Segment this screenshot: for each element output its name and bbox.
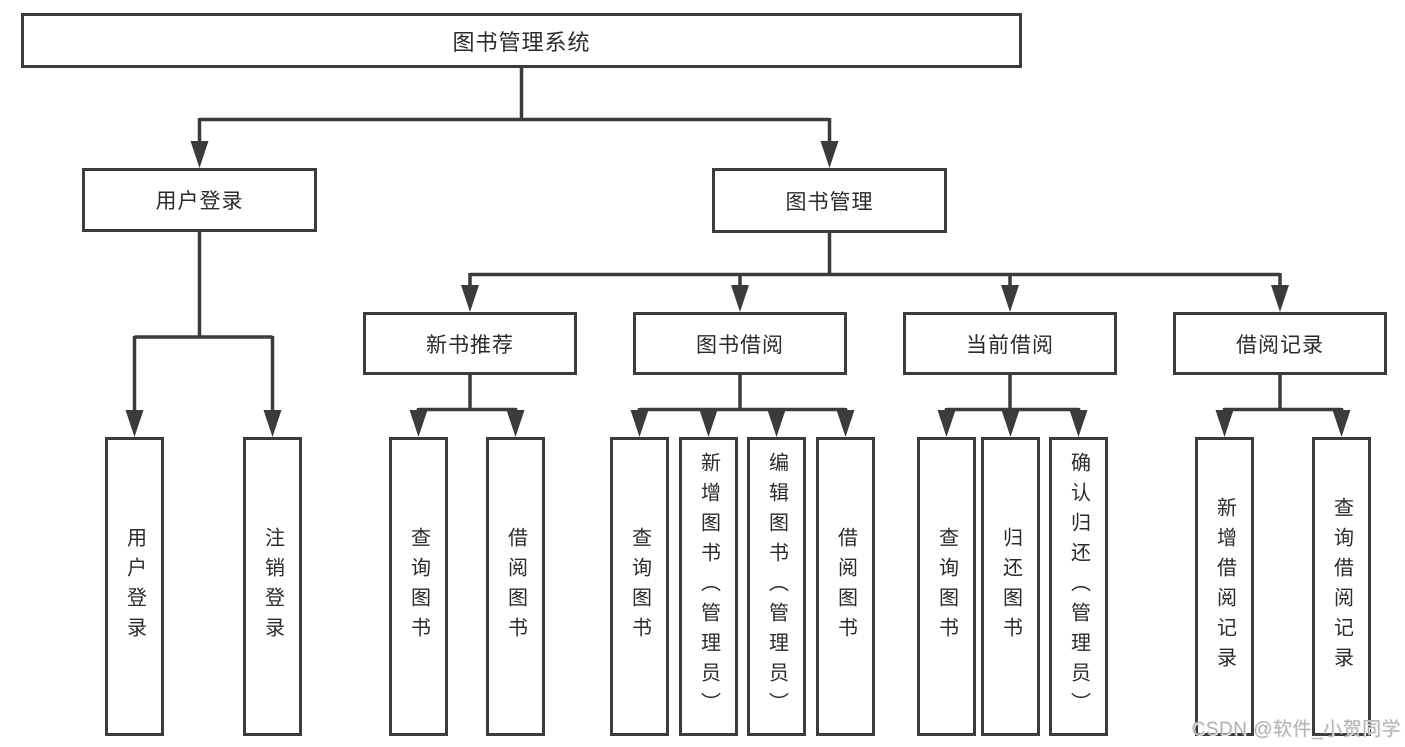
node-current-borrowing: 当前借阅 xyxy=(903,312,1117,375)
node-library-management-system: 图书管理系统 xyxy=(21,13,1022,68)
leaf-label: 用户登录 xyxy=(123,526,146,647)
node-book-borrowing: 图书借阅 xyxy=(633,312,847,375)
leaf-label: 查询借阅记录 xyxy=(1330,496,1353,677)
connector-lines xyxy=(132,66,1344,414)
node-label: 图书借阅 xyxy=(696,333,784,357)
leaf-borrow-books: 借阅图书 xyxy=(816,437,875,736)
leaf-query-borrow-record: 查询借阅记录 xyxy=(1312,437,1371,736)
leaf-label: 新增借阅记录 xyxy=(1213,496,1236,677)
leaf-label: 借阅图书 xyxy=(504,526,527,647)
leaf-query-books-current: 查询图书 xyxy=(917,437,976,736)
leaf-query-books-recommend: 查询图书 xyxy=(389,437,448,736)
leaf-label: 注销登录 xyxy=(261,526,284,647)
node-label: 当前借阅 xyxy=(966,333,1054,357)
node-user-login: 用户登录 xyxy=(82,168,317,232)
leaf-label: 查询图书 xyxy=(407,526,430,647)
leaf-label: 查询图书 xyxy=(628,526,651,647)
leaf-label: 新增图书（管理员） xyxy=(697,451,720,722)
csdn-watermark: CSDN @软件_小贺同学 xyxy=(1191,719,1401,740)
node-borrowing-records: 借阅记录 xyxy=(1173,312,1387,375)
arrowheads xyxy=(125,141,1351,437)
leaf-label: 编辑图书（管理员） xyxy=(765,451,788,722)
node-label: 新书推荐 xyxy=(426,333,514,357)
leaf-label: 确认归还（管理员） xyxy=(1067,451,1090,722)
leaf-label: 归还图书 xyxy=(999,526,1022,647)
leaf-return-books: 归还图书 xyxy=(981,437,1040,736)
node-new-book-recommendation: 新书推荐 xyxy=(363,312,577,375)
node-label: 借阅记录 xyxy=(1236,333,1324,357)
leaf-add-borrow-record: 新增借阅记录 xyxy=(1195,437,1254,736)
leaf-confirm-return-admin: 确认归还（管理员） xyxy=(1049,437,1108,736)
leaf-label: 借阅图书 xyxy=(834,526,857,647)
leaf-label: 查询图书 xyxy=(935,526,958,647)
leaf-add-books-admin: 新增图书（管理员） xyxy=(679,437,738,736)
leaf-user-login: 用户登录 xyxy=(105,437,164,736)
leaf-logout: 注销登录 xyxy=(243,437,302,736)
node-label: 图书管理 xyxy=(785,190,874,214)
node-label: 图书管理系统 xyxy=(452,29,591,55)
leaf-query-books-borrowing: 查询图书 xyxy=(610,437,669,736)
leaf-edit-books-admin: 编辑图书（管理员） xyxy=(747,437,806,736)
node-book-management: 图书管理 xyxy=(712,168,947,233)
node-label: 用户登录 xyxy=(155,190,244,213)
leaf-borrow-books-recommend: 借阅图书 xyxy=(486,437,545,736)
